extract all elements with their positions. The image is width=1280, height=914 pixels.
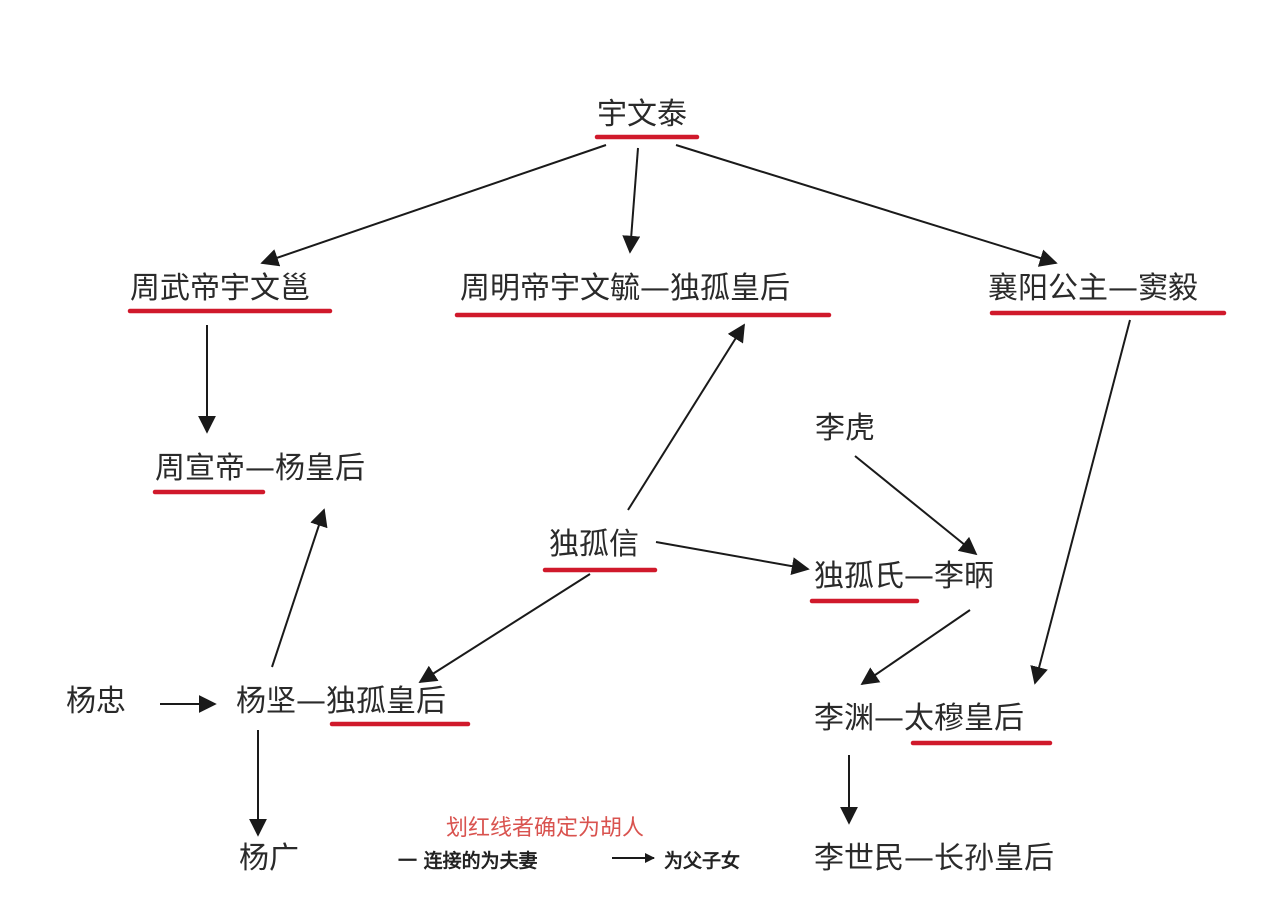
arrow-lihu-to-dugushi <box>854 455 978 556</box>
node-zhou-xuandi: 周宣帝—杨皇后 <box>155 451 365 486</box>
node-yuwen-tai: 宇文泰 <box>597 97 687 132</box>
legend-parent-note: 为父子女 <box>664 850 741 872</box>
node-zhou-wudi: 周武帝宇文邕 <box>130 271 310 306</box>
node-zhou-mingdi: 周明帝宇文毓—独孤皇后 <box>460 271 790 306</box>
arrow-duguxin-to-mingdi <box>627 323 745 511</box>
arrow-yuwentai-to-wudi <box>260 144 607 267</box>
node-li-yuan: 李渊—太穆皇后 <box>814 701 1024 736</box>
arrow-xiangyang-to-liyuan <box>1030 319 1131 685</box>
node-yang-jian: 杨坚—独孤皇后 <box>236 684 446 719</box>
node-yang-guang: 杨广 <box>239 841 299 876</box>
legend-red-note: 划红线者确定为胡人 <box>446 816 645 841</box>
legend-spouse-note: 一 连接的为夫妻 <box>398 850 538 872</box>
node-xiangyang-gongzhu: 襄阳公主—窦毅 <box>988 271 1198 306</box>
arrow-yuwentai-to-mingdi <box>622 147 641 254</box>
arrow-yuwentai-to-xiangyang <box>675 144 1058 267</box>
node-dugu-shi: 独孤氏—李昞 <box>814 559 994 594</box>
node-li-hu: 李虎 <box>815 411 875 446</box>
red-underlines <box>127 134 1227 746</box>
arrow-yangjian-to-xuandi <box>271 508 328 668</box>
arrow-libing-to-liyuan <box>860 609 971 686</box>
arrow-duguxin-to-yangjian <box>418 573 591 683</box>
node-yang-zhong: 杨忠 <box>66 684 126 719</box>
arrows <box>160 144 1131 863</box>
arrow-duguxin-to-dugushi <box>655 541 810 576</box>
node-li-shimin: 李世民—长孙皇后 <box>814 841 1054 876</box>
node-dugu-xin: 独孤信 <box>549 527 639 562</box>
